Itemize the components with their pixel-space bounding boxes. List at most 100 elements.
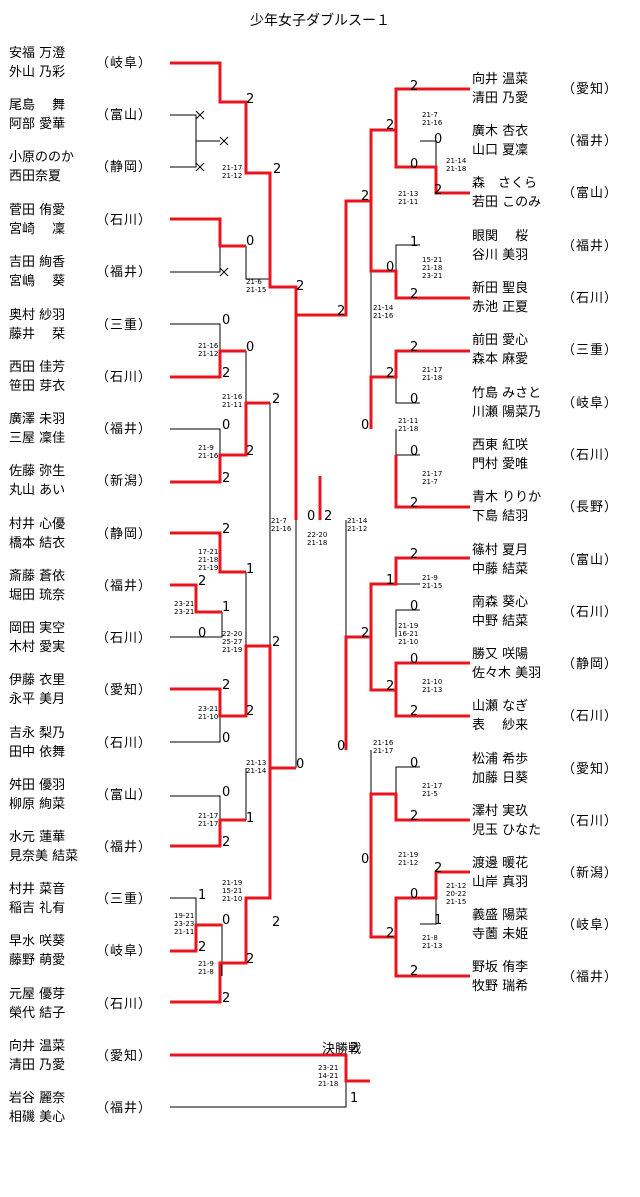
player-name: 前田 愛心	[472, 333, 529, 348]
team-l-6: 奥村 紗羽藤井 栞	[9, 306, 65, 344]
prefecture-label: （岐阜）	[562, 396, 619, 411]
player-name: 柳原 絢菜	[9, 797, 66, 812]
player-name: 菅田 侑愛	[9, 203, 66, 218]
player-name: 児玉 ひなた	[472, 823, 542, 838]
player-name: 佐藤 弥生	[9, 464, 66, 479]
prefecture-label: （岐阜）	[96, 56, 153, 71]
match-result-label: 2	[272, 392, 280, 407]
bracket-line	[170, 1081, 347, 1108]
player-name: 吉田 絢香	[9, 255, 66, 270]
winner-path-line	[170, 768, 272, 1004]
team-l-15: 舛田 優羽柳原 絢菜	[9, 776, 65, 814]
player-name: 木村 愛実	[9, 640, 66, 655]
player-name: 笹田 芽衣	[9, 379, 66, 394]
prefecture-label: （富山）	[562, 186, 619, 201]
match-result-label: 2	[410, 547, 418, 562]
player-name: 村井 心優	[9, 517, 66, 532]
player-name: 勝又 咲陽	[472, 647, 529, 662]
match-result-label: 0	[434, 132, 442, 147]
match-result-label: 2	[350, 1041, 358, 1056]
winner-path-line	[369, 201, 470, 300]
match-result-label: 2	[361, 189, 369, 204]
team-r-11: 南森 葵心中野 結菜	[472, 593, 528, 631]
player-name: 稲吉 礼有	[9, 901, 66, 916]
player-name: 藤野 萌愛	[9, 953, 66, 968]
player-name: 牧野 瑞希	[472, 979, 529, 994]
prefecture-label: （福井）	[96, 265, 153, 280]
player-name: 西田奈夏	[9, 169, 62, 184]
winner-path-line	[170, 583, 222, 614]
player-name: 山瀬 なぎ	[472, 699, 529, 714]
match-result-label: 2	[296, 279, 304, 294]
prefecture-label: （愛知）	[96, 683, 153, 698]
player-name: 森 さくら	[472, 176, 538, 191]
player-name: 向井 温菜	[9, 1039, 66, 1054]
player-name: 新田 聖良	[472, 281, 529, 296]
prefecture-label: （富山）	[562, 553, 619, 568]
player-name: 若田 このみ	[472, 195, 542, 210]
player-name: 廣木 杏衣	[472, 124, 529, 139]
player-name: 谷川 美羽	[472, 248, 529, 263]
bracket-line	[170, 897, 197, 925]
prefecture-label: （石川）	[562, 709, 619, 724]
match-result-label: 2	[222, 835, 230, 850]
match-result-label: 1	[386, 573, 394, 588]
match-result-label: 2	[386, 118, 394, 133]
team-f-2: 岩谷 麗奈相磯 美心	[9, 1089, 65, 1127]
match-result-label: 2	[410, 340, 418, 355]
team-l-16: 水元 蓮華見奈美 結菜	[9, 828, 78, 866]
player-name: 渡邊 暖花	[472, 856, 529, 871]
player-name: 宮崎 凜	[9, 222, 66, 237]
team-r-16: 渡邊 暖花山岸 真羽	[472, 854, 528, 892]
match-result-label: 2	[324, 509, 332, 524]
player-name: 澤村 実玖	[472, 804, 529, 819]
match-result-label: 1	[350, 1091, 358, 1106]
prefecture-label: （愛知）	[562, 82, 619, 97]
match-result-label: 2	[410, 964, 418, 979]
match-result-label: 2	[222, 471, 230, 486]
prefecture-label: （静岡）	[562, 657, 619, 672]
player-name: 中藤 結菜	[472, 562, 529, 577]
winner-path-line	[170, 61, 298, 520]
bracket-line	[170, 428, 221, 455]
player-name: 山口 夏凜	[472, 143, 529, 158]
bracket-line	[170, 323, 221, 350]
bracket-line	[395, 766, 420, 794]
match-result-label: 2	[198, 574, 206, 589]
prefecture-label: （石川）	[96, 213, 153, 228]
match-result-label: 1	[222, 600, 230, 615]
match-result-label: 2	[272, 915, 280, 930]
player-name: 松浦 希歩	[472, 752, 529, 767]
match-result-label: 0	[410, 652, 418, 667]
team-r-1: 向井 温菜清田 乃愛	[472, 70, 528, 108]
match-result-label: 2	[222, 991, 230, 1006]
team-r-12: 勝又 咲陽佐々木 美羽	[472, 645, 541, 683]
bracket-line	[420, 140, 437, 167]
player-name: 竹島 みさと	[472, 386, 542, 401]
team-l-12: 岡田 実空木村 愛実	[9, 619, 65, 657]
prefecture-label: （石川）	[96, 736, 153, 751]
player-name: 西東 紅咲	[472, 438, 529, 453]
match-result-label: 0	[246, 234, 254, 249]
match-result-label: 0	[198, 626, 206, 641]
player-name: 斎藤 蒼依	[9, 569, 66, 584]
team-l-19: 元屋 優芽榮代 結子	[9, 985, 65, 1023]
team-l-4: 菅田 侑愛宮崎 凜	[9, 201, 65, 239]
prefecture-label: （石川）	[562, 605, 619, 620]
team-l-8: 廣澤 未羽三屋 凜佳	[9, 410, 65, 448]
player-name: 村井 菜音	[9, 882, 66, 897]
winner-path-line	[170, 923, 222, 953]
